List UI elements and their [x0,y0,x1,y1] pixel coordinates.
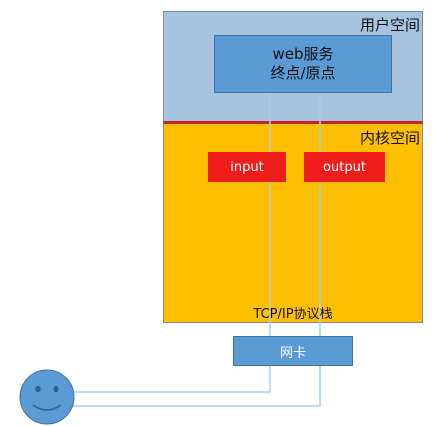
tcpip-stack-label: TCP/IP协议栈 [253,307,333,322]
user-space-label: 用户空间 [359,16,420,34]
output-box: output [304,152,385,182]
kernel-space-label: 内核空间 [359,129,420,147]
smiley-face-icon [19,369,75,425]
web-service-subtitle: 终点/原点 [270,64,336,82]
web-service-box: web服务 终点/原点 [214,35,392,93]
network-card-box: 网卡 [233,336,353,366]
input-box: input [208,152,286,182]
web-service-title: web服务 [272,45,334,63]
